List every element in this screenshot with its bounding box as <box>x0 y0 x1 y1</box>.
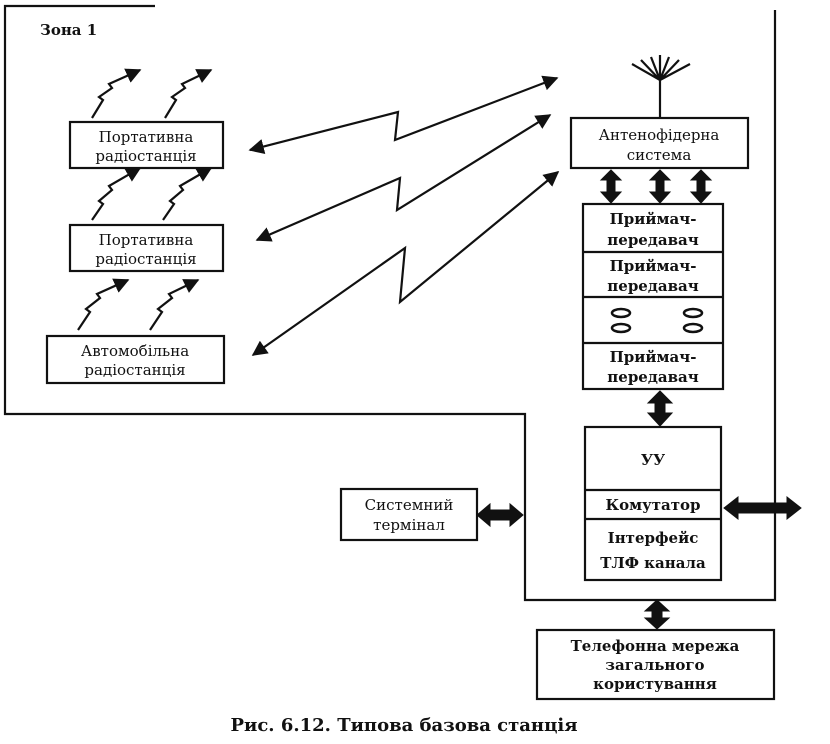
antenna-feeder-line1: Антенофідерна <box>599 126 720 144</box>
switch-external-link <box>723 495 802 521</box>
transceiver-2-line2: передавач <box>607 277 698 295</box>
phone-network-line2: загального <box>605 656 704 674</box>
system-terminal <box>339 487 479 542</box>
portable-radio-2 <box>68 223 225 273</box>
system-terminal-line2: термінал <box>373 516 445 534</box>
antenna-transceiver-links <box>599 169 713 204</box>
portable-radio-2-line1: Портативна <box>99 231 194 249</box>
interface-line2: ТЛФ канала <box>600 554 706 572</box>
portable-radio-1-line2: радіостанція <box>95 147 196 165</box>
ellipsis-dots <box>610 307 704 334</box>
portable-radio-1-line1: Портативна <box>99 128 194 146</box>
car-radio <box>45 334 226 385</box>
radio-links <box>248 75 560 356</box>
portable-radio-2-line2: радіостанція <box>95 250 196 268</box>
switch-label: Комутатор <box>605 496 700 514</box>
interface-line1: Інтерфейс <box>608 529 699 547</box>
antenna-feeder-line2: система <box>627 146 692 164</box>
control-unit-stack <box>583 425 723 582</box>
transceiver-1-line1: Приймач- <box>610 210 697 228</box>
zone-boundary <box>3 4 777 602</box>
zone-label: Зона 1 <box>40 21 97 39</box>
transceiver-3-line2: передавач <box>607 368 698 386</box>
control-unit-label: УУ <box>641 451 665 469</box>
antenna-icon <box>631 55 691 118</box>
transceiver-control-link <box>646 390 674 427</box>
phone-network-link <box>643 599 671 630</box>
radio-signal-arrows <box>77 68 213 331</box>
phone-network-line1: Телефонна мережа <box>571 637 740 655</box>
antenna-feeder-system <box>569 116 750 170</box>
portable-radio-1 <box>68 120 225 170</box>
system-terminal-line1: Системний <box>365 496 454 514</box>
transceiver-2-line1: Приймач- <box>610 257 697 275</box>
phone-network-line3: користування <box>593 675 717 693</box>
transceiver-1-line2: передавач <box>607 231 698 249</box>
terminal-link <box>476 502 524 528</box>
car-radio-line2: радіостанція <box>84 361 185 379</box>
transceiver-3-line1: Приймач- <box>610 348 697 366</box>
public-phone-network <box>535 628 776 701</box>
figure-caption: Рис. 6.12. Типова базова станція <box>230 715 577 736</box>
car-radio-line1: Автомобільна <box>81 342 189 360</box>
